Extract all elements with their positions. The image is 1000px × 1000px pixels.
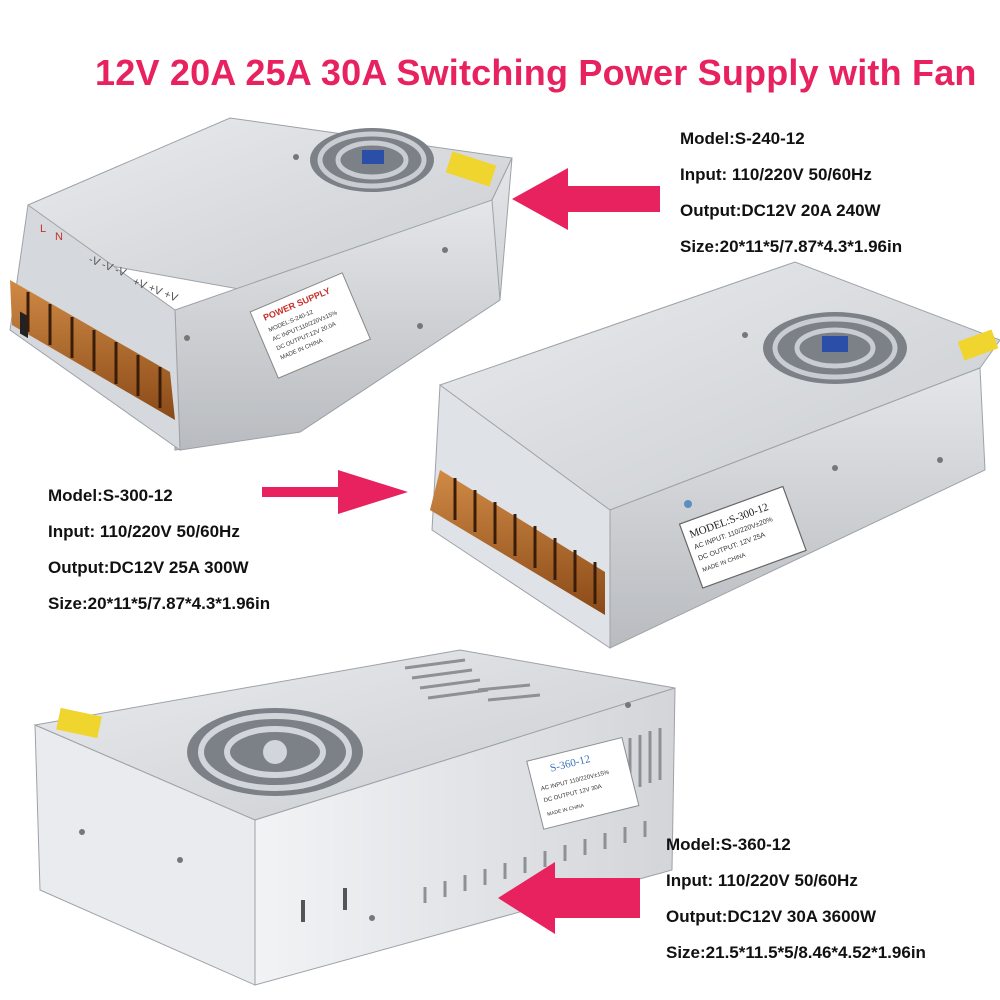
spec-model: Model:S-300-12 bbox=[48, 486, 173, 505]
product-label-s360: S-360-12 AC INPUT 110/220V±15% DC OUTPUT… bbox=[526, 736, 640, 830]
spec-size: Size:20*11*5/7.87*4.3*1.96in bbox=[48, 594, 271, 613]
spec-output: Output:DC12V 20A 240W bbox=[680, 201, 881, 220]
spec-output: Output:DC12V 25A 300W bbox=[48, 558, 249, 577]
arrow-icon bbox=[262, 470, 408, 514]
terminal-block bbox=[10, 280, 175, 420]
product-label-s300: MODEL:S-300-12 AC INPUT: 110/220V±20% DC… bbox=[678, 485, 807, 589]
arrow-icon bbox=[512, 168, 660, 230]
power-supply-s240-image: L N -V -V -V +V +V +V POWER SUPPLY MODEL… bbox=[9, 117, 513, 451]
spec-block-s300: Model:S-300-12 Input: 110/220V 50/60Hz O… bbox=[48, 478, 270, 622]
power-supply-s300-image: MODEL:S-300-12 AC INPUT: 110/220V±20% DC… bbox=[430, 261, 1000, 649]
spec-input: Input: 110/220V 50/60Hz bbox=[48, 522, 240, 541]
spec-model: Model:S-360-12 bbox=[666, 835, 791, 854]
spec-size: Size:20*11*5/7.87*4.3*1.96in bbox=[680, 237, 903, 256]
arrow-icon bbox=[498, 862, 640, 934]
fan-grille-icon bbox=[187, 708, 363, 796]
warning-sticker bbox=[56, 707, 102, 739]
spec-model: Model:S-240-12 bbox=[680, 129, 805, 148]
spec-input: Input: 110/220V 50/60Hz bbox=[680, 165, 872, 184]
page-title: 12V 20A 25A 30A Switching Power Supply w… bbox=[95, 52, 977, 93]
warning-sticker bbox=[957, 329, 999, 361]
product-label-s240: POWER SUPPLY MODEL:S-240-12 AC INPUT:110… bbox=[249, 272, 372, 379]
spec-size: Size:21.5*11.5*5/8.46*4.52*1.96in bbox=[666, 943, 926, 962]
fan-grille-icon bbox=[310, 128, 434, 192]
spec-block-s240: Model:S-240-12 Input: 110/220V 50/60Hz O… bbox=[680, 121, 902, 265]
warning-sticker bbox=[445, 151, 497, 187]
power-supply-s360-image: S-360-12 AC INPUT 110/220V±15% DC OUTPUT… bbox=[33, 649, 676, 986]
spec-input: Input: 110/220V 50/60Hz bbox=[666, 871, 858, 890]
terminal-block bbox=[430, 470, 605, 615]
fan-grille-icon bbox=[763, 312, 907, 384]
terminal-mark-n: N bbox=[55, 231, 63, 243]
spec-block-s360: Model:S-360-12 Input: 110/220V 50/60Hz O… bbox=[666, 827, 926, 971]
spec-output: Output:DC12V 30A 3600W bbox=[666, 907, 877, 926]
terminal-mark-l: L bbox=[40, 223, 46, 235]
